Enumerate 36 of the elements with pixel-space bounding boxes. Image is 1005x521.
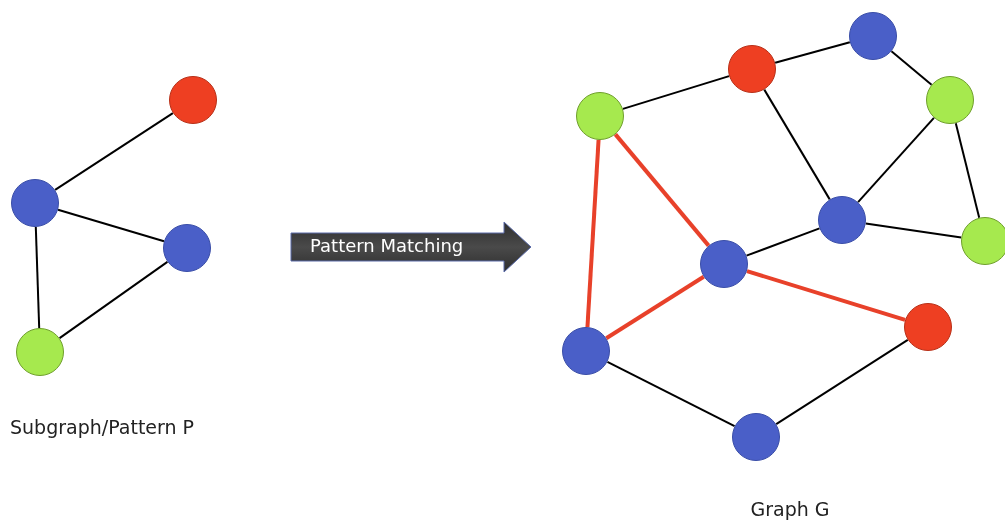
connector-line xyxy=(857,116,935,204)
circle-node xyxy=(576,92,624,140)
connector-line xyxy=(606,360,736,428)
circle-node xyxy=(849,12,897,60)
connector-line xyxy=(57,208,165,243)
connector-line xyxy=(775,338,909,426)
connector-line xyxy=(864,222,963,239)
circle-node xyxy=(926,76,974,124)
graph-caption: Subgraph/Pattern P xyxy=(10,416,195,438)
connector-line xyxy=(34,226,41,329)
connector-line xyxy=(890,50,933,86)
circle-node xyxy=(11,179,59,227)
connector-line xyxy=(613,133,711,247)
connector-line xyxy=(58,260,169,340)
circle-node xyxy=(169,76,217,124)
circle-node xyxy=(16,328,64,376)
block-arrow xyxy=(290,221,532,273)
circle-node xyxy=(732,413,780,461)
circle-node xyxy=(904,303,952,351)
arrow-label: Pattern Matching xyxy=(310,234,464,258)
connector-line xyxy=(746,269,906,322)
connector-line xyxy=(763,88,831,201)
connector-line xyxy=(774,41,851,64)
connector-line xyxy=(621,75,731,110)
circle-node xyxy=(818,196,866,244)
circle-node xyxy=(700,240,748,288)
connector-line xyxy=(605,275,705,340)
circle-node xyxy=(961,217,1005,265)
circle-node xyxy=(163,224,211,272)
circle-node xyxy=(728,45,776,93)
connector-line xyxy=(954,122,981,219)
connector-line xyxy=(585,139,601,328)
circle-node xyxy=(562,327,610,375)
connector-line xyxy=(745,227,821,257)
connector-line xyxy=(54,112,174,191)
graph-caption: Graph G xyxy=(750,498,830,520)
